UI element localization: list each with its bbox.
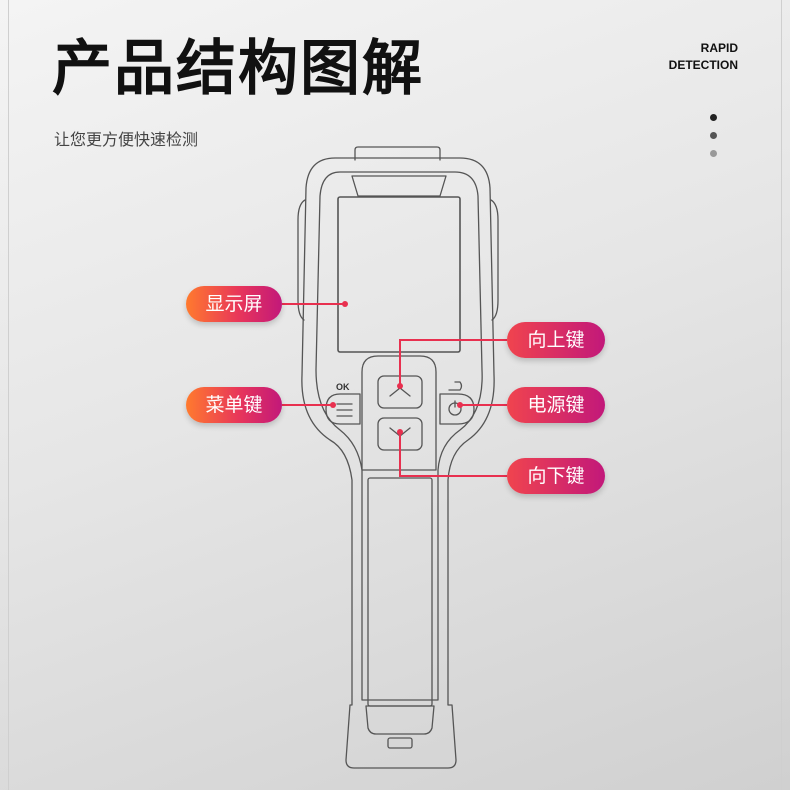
device-inner-outline — [315, 171, 483, 701]
label-down-key: 向下键 — [507, 458, 605, 494]
up-key-leader — [399, 339, 507, 386]
display-screen — [337, 196, 461, 353]
brand-tag: RAPID DETECTION — [669, 40, 738, 74]
pagination-dot-2[interactable] — [710, 132, 717, 139]
pagination-dots — [710, 114, 718, 168]
menu-key — [325, 393, 361, 425]
device-head-outline — [301, 157, 495, 769]
device-visor — [351, 175, 447, 197]
label-display: 显示屏 — [186, 286, 282, 322]
page-frame — [8, 0, 782, 790]
ok-label: OK — [336, 382, 350, 392]
down-key-leader — [399, 432, 507, 477]
device-top-bump — [354, 146, 441, 161]
brand-line-2: DETECTION — [668, 58, 738, 72]
pagination-dot-1[interactable] — [710, 114, 717, 121]
label-up-key: 向上键 — [507, 322, 605, 358]
power-key — [439, 393, 475, 425]
left-side-grip — [297, 199, 306, 321]
up-key-arrow — [389, 387, 411, 397]
label-power-key: 电源键 — [507, 387, 605, 423]
pagination-dot-3[interactable] — [710, 150, 717, 157]
base-slot — [387, 737, 413, 749]
page-title: 产品结构图解 — [52, 34, 424, 104]
brand-line-1: RAPID — [700, 41, 738, 55]
handle-base — [365, 705, 435, 735]
page-subtitle: 让您更方便快速检测 — [54, 130, 199, 149]
handle-panel — [367, 477, 433, 707]
button-column — [361, 355, 437, 471]
right-side-grip — [490, 199, 499, 321]
label-menu-key: 菜单键 — [186, 387, 282, 423]
return-icon — [448, 381, 463, 391]
